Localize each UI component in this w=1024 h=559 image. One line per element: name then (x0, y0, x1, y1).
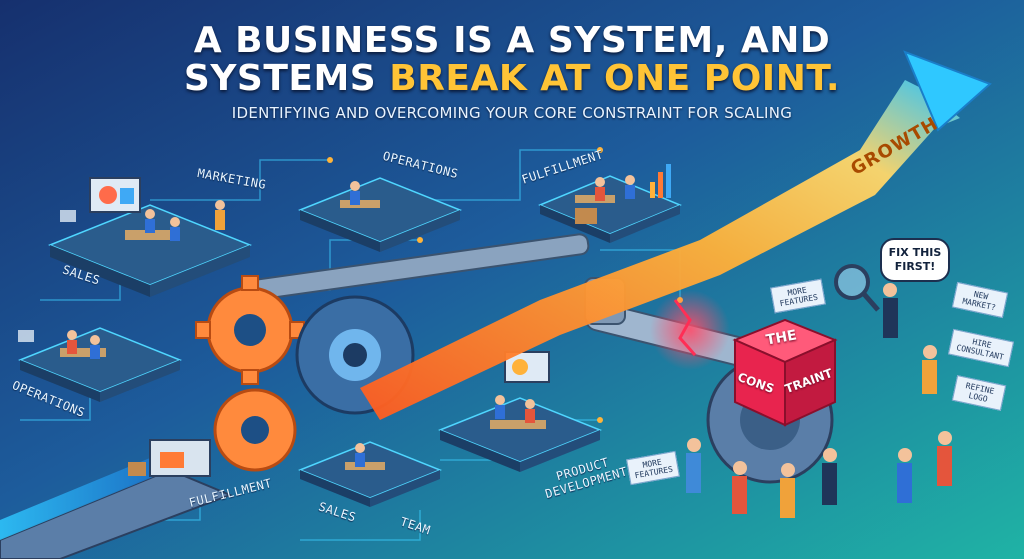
mini-charts (18, 164, 671, 342)
growth-arrow (360, 50, 992, 420)
speech-bubble-line1: FIX THIS (888, 246, 942, 259)
page-subtitle: IDENTIFYING AND OVERCOMING YOUR CORE CON… (231, 104, 793, 122)
speech-bubble: FIX THIS FIRST! (880, 238, 950, 282)
workers (67, 175, 635, 467)
team-around-constraint (686, 283, 952, 518)
title-line-2: SYSTEMS BREAK AT ONE POINT. (0, 60, 1024, 98)
magnifier (834, 264, 880, 312)
constraint-cube (732, 318, 838, 427)
conveyor-belt (0, 439, 233, 559)
title-line-2-accent: BREAK AT ONE POINT. (389, 58, 841, 99)
title-line-2-plain: SYSTEMS (183, 58, 390, 99)
department-platforms (17, 175, 682, 507)
page-title: A BUSINESS IS A SYSTEM, AND SYSTEMS BREA… (0, 22, 1024, 98)
title-line-1: A BUSINESS IS A SYSTEM, AND (193, 20, 831, 61)
crack-glow (650, 290, 730, 370)
speech-bubble-line2: FIRST! (894, 260, 936, 273)
crack-line (673, 299, 697, 356)
